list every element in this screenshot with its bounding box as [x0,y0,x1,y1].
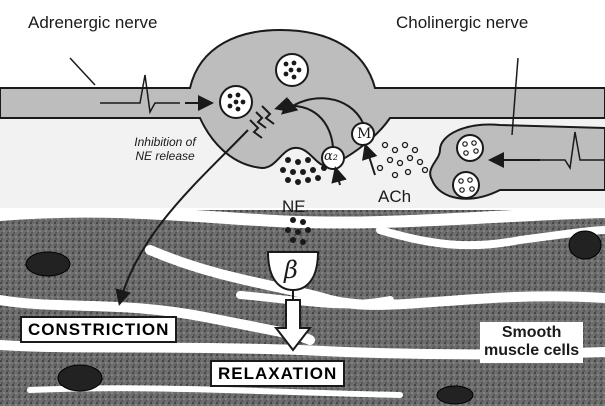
muscarinic-symbol: M [357,127,371,141]
relaxation-box: RELAXATION [210,360,345,387]
adrenergic-nerve-label: Adrenergic nerve [28,14,157,31]
alpha2-symbol: α₂ [324,150,338,163]
smooth-muscle-label-line2: muscle cells [484,342,579,360]
constriction-box: CONSTRICTION [20,316,177,343]
ach-label: ACh [378,188,411,205]
beta-symbol: β [284,258,298,282]
smooth-muscle-label-line1: Smooth [484,324,579,342]
inhibition-label: Inhibition of NE release [105,135,225,164]
smooth-muscle-label: Smooth muscle cells [480,322,583,363]
cholinergic-nerve-label: Cholinergic nerve [396,14,528,31]
inhibition-label-line1: Inhibition of [105,135,225,149]
inhibition-label-line2: NE release [105,149,225,163]
ne-label: NE [282,198,306,215]
